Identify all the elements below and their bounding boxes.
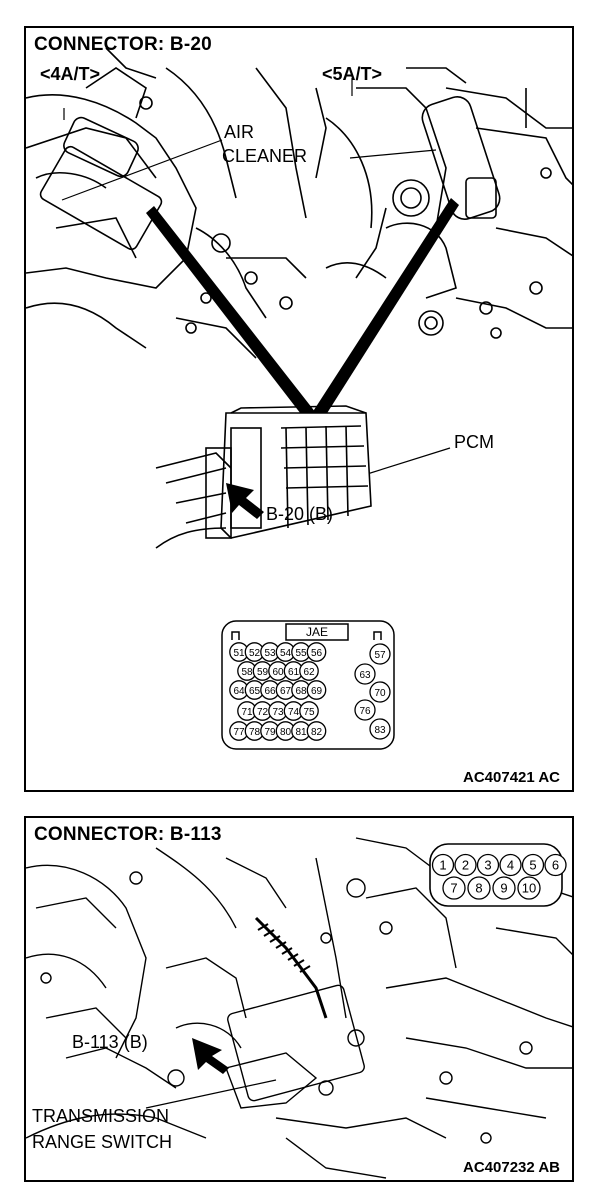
b20-pin-65: 65 xyxy=(249,686,261,697)
b20-pin-62-circle xyxy=(299,661,319,681)
b20-pin-57-circle xyxy=(369,643,391,665)
b113-pin-5-circle xyxy=(521,853,545,877)
b113-pin-5: 5 xyxy=(529,857,536,872)
b113-pin-2-circle xyxy=(454,853,477,877)
b20-pin-72: 72 xyxy=(257,707,269,718)
b20-pin-74: 74 xyxy=(288,707,300,718)
b113-pin-1-circle xyxy=(431,853,455,877)
b20-pin-66: 66 xyxy=(264,686,276,697)
b20-pin-69-circle xyxy=(306,680,327,700)
b20-pin-63-circle xyxy=(354,663,376,685)
panel2-title: CONNECTOR: B-113 xyxy=(34,824,222,845)
b20-pin-67: 67 xyxy=(280,686,292,697)
b113-pin-6: 6 xyxy=(552,857,559,872)
b113-pin-3-circle xyxy=(476,853,500,877)
transmission-range-switch-label-line2: RANGE SWITCH xyxy=(32,1132,173,1152)
panel2-figure-code: AC407232 AB xyxy=(463,1159,560,1176)
air-cleaner-label-line1: AIR xyxy=(224,122,255,142)
b113-pin-6-circle xyxy=(544,853,567,877)
b20-pin-58: 58 xyxy=(241,667,253,678)
b20-connector-callout: B-20 (B) xyxy=(266,504,334,524)
b20-pin-63: 63 xyxy=(359,670,371,681)
b20-pin-56-circle xyxy=(306,642,327,662)
b20-pin-75: 75 xyxy=(303,707,315,718)
variant-5at-label: <5A/T> xyxy=(322,64,383,84)
b20-pin-59: 59 xyxy=(257,667,269,678)
b20-pin-77: 77 xyxy=(233,727,245,738)
b20-pin-53: 53 xyxy=(264,648,276,659)
b20-pin-61: 61 xyxy=(288,667,300,678)
jae-label: JAE xyxy=(305,625,328,639)
b113-pin-2: 2 xyxy=(462,857,469,872)
b113-pin-9: 9 xyxy=(500,881,507,896)
b20-pin-56: 56 xyxy=(311,648,323,659)
b20-pin-82: 82 xyxy=(311,727,323,738)
b20-pin-62: 62 xyxy=(303,667,315,678)
b20-pin-54: 54 xyxy=(280,648,292,659)
b20-pin-55: 55 xyxy=(295,648,307,659)
b20-pin-57: 57 xyxy=(374,650,386,661)
b113-pin-3: 3 xyxy=(484,857,491,872)
b20-pin-70: 70 xyxy=(374,688,386,699)
b20-pin-73: 73 xyxy=(272,707,284,718)
b113-pin-7: 7 xyxy=(450,881,457,896)
b20-pin-80: 80 xyxy=(280,727,292,738)
b20-pin-52: 52 xyxy=(249,648,261,659)
b113-connector-callout: B-113 (B) xyxy=(72,1032,148,1052)
b113-pin-10: 10 xyxy=(522,881,536,896)
b113-pin-9-circle xyxy=(492,876,516,900)
b20-pin-79: 79 xyxy=(264,727,276,738)
air-cleaner-label-line2: CLEANER xyxy=(222,146,308,166)
b113-pin-7-circle xyxy=(442,876,466,900)
b20-pin-83-circle xyxy=(369,718,391,740)
b113-pin-8: 8 xyxy=(475,881,482,896)
b113-pin-4: 4 xyxy=(507,857,514,872)
b20-pin-69: 69 xyxy=(311,686,323,697)
b20-pin-51: 51 xyxy=(233,648,245,659)
pcm-label: PCM xyxy=(454,432,494,452)
b20-pin-68: 68 xyxy=(295,686,307,697)
b20-pin-82-circle xyxy=(306,721,327,741)
transmission-range-switch-label-line1: TRANSMISSION xyxy=(32,1106,170,1126)
panel1-title: CONNECTOR: B-20 xyxy=(34,34,212,55)
b113-pin-10-circle xyxy=(517,876,541,900)
b113-pin-1: 1 xyxy=(439,857,446,872)
b20-pin-76: 76 xyxy=(359,706,371,717)
panel1-figure-code: AC407421 AC xyxy=(463,769,560,786)
b20-pin-70-circle xyxy=(369,681,391,703)
b20-pin-75-circle xyxy=(299,701,319,721)
b20-pin-60: 60 xyxy=(272,667,284,678)
b113-pin-4-circle xyxy=(499,853,522,877)
b20-pin-78: 78 xyxy=(249,727,261,738)
b20-pin-81: 81 xyxy=(295,727,307,738)
variant-4at-label: <4A/T> xyxy=(40,64,101,84)
b20-pin-71: 71 xyxy=(241,707,253,718)
b113-pin-8-circle xyxy=(467,876,491,900)
b20-pin-83: 83 xyxy=(374,725,386,736)
b20-pin-76-circle xyxy=(354,699,376,721)
b20-pin-64: 64 xyxy=(233,686,245,697)
b20-engine-illustration: 5152535455565758596061626364656667686970… xyxy=(26,47,572,750)
